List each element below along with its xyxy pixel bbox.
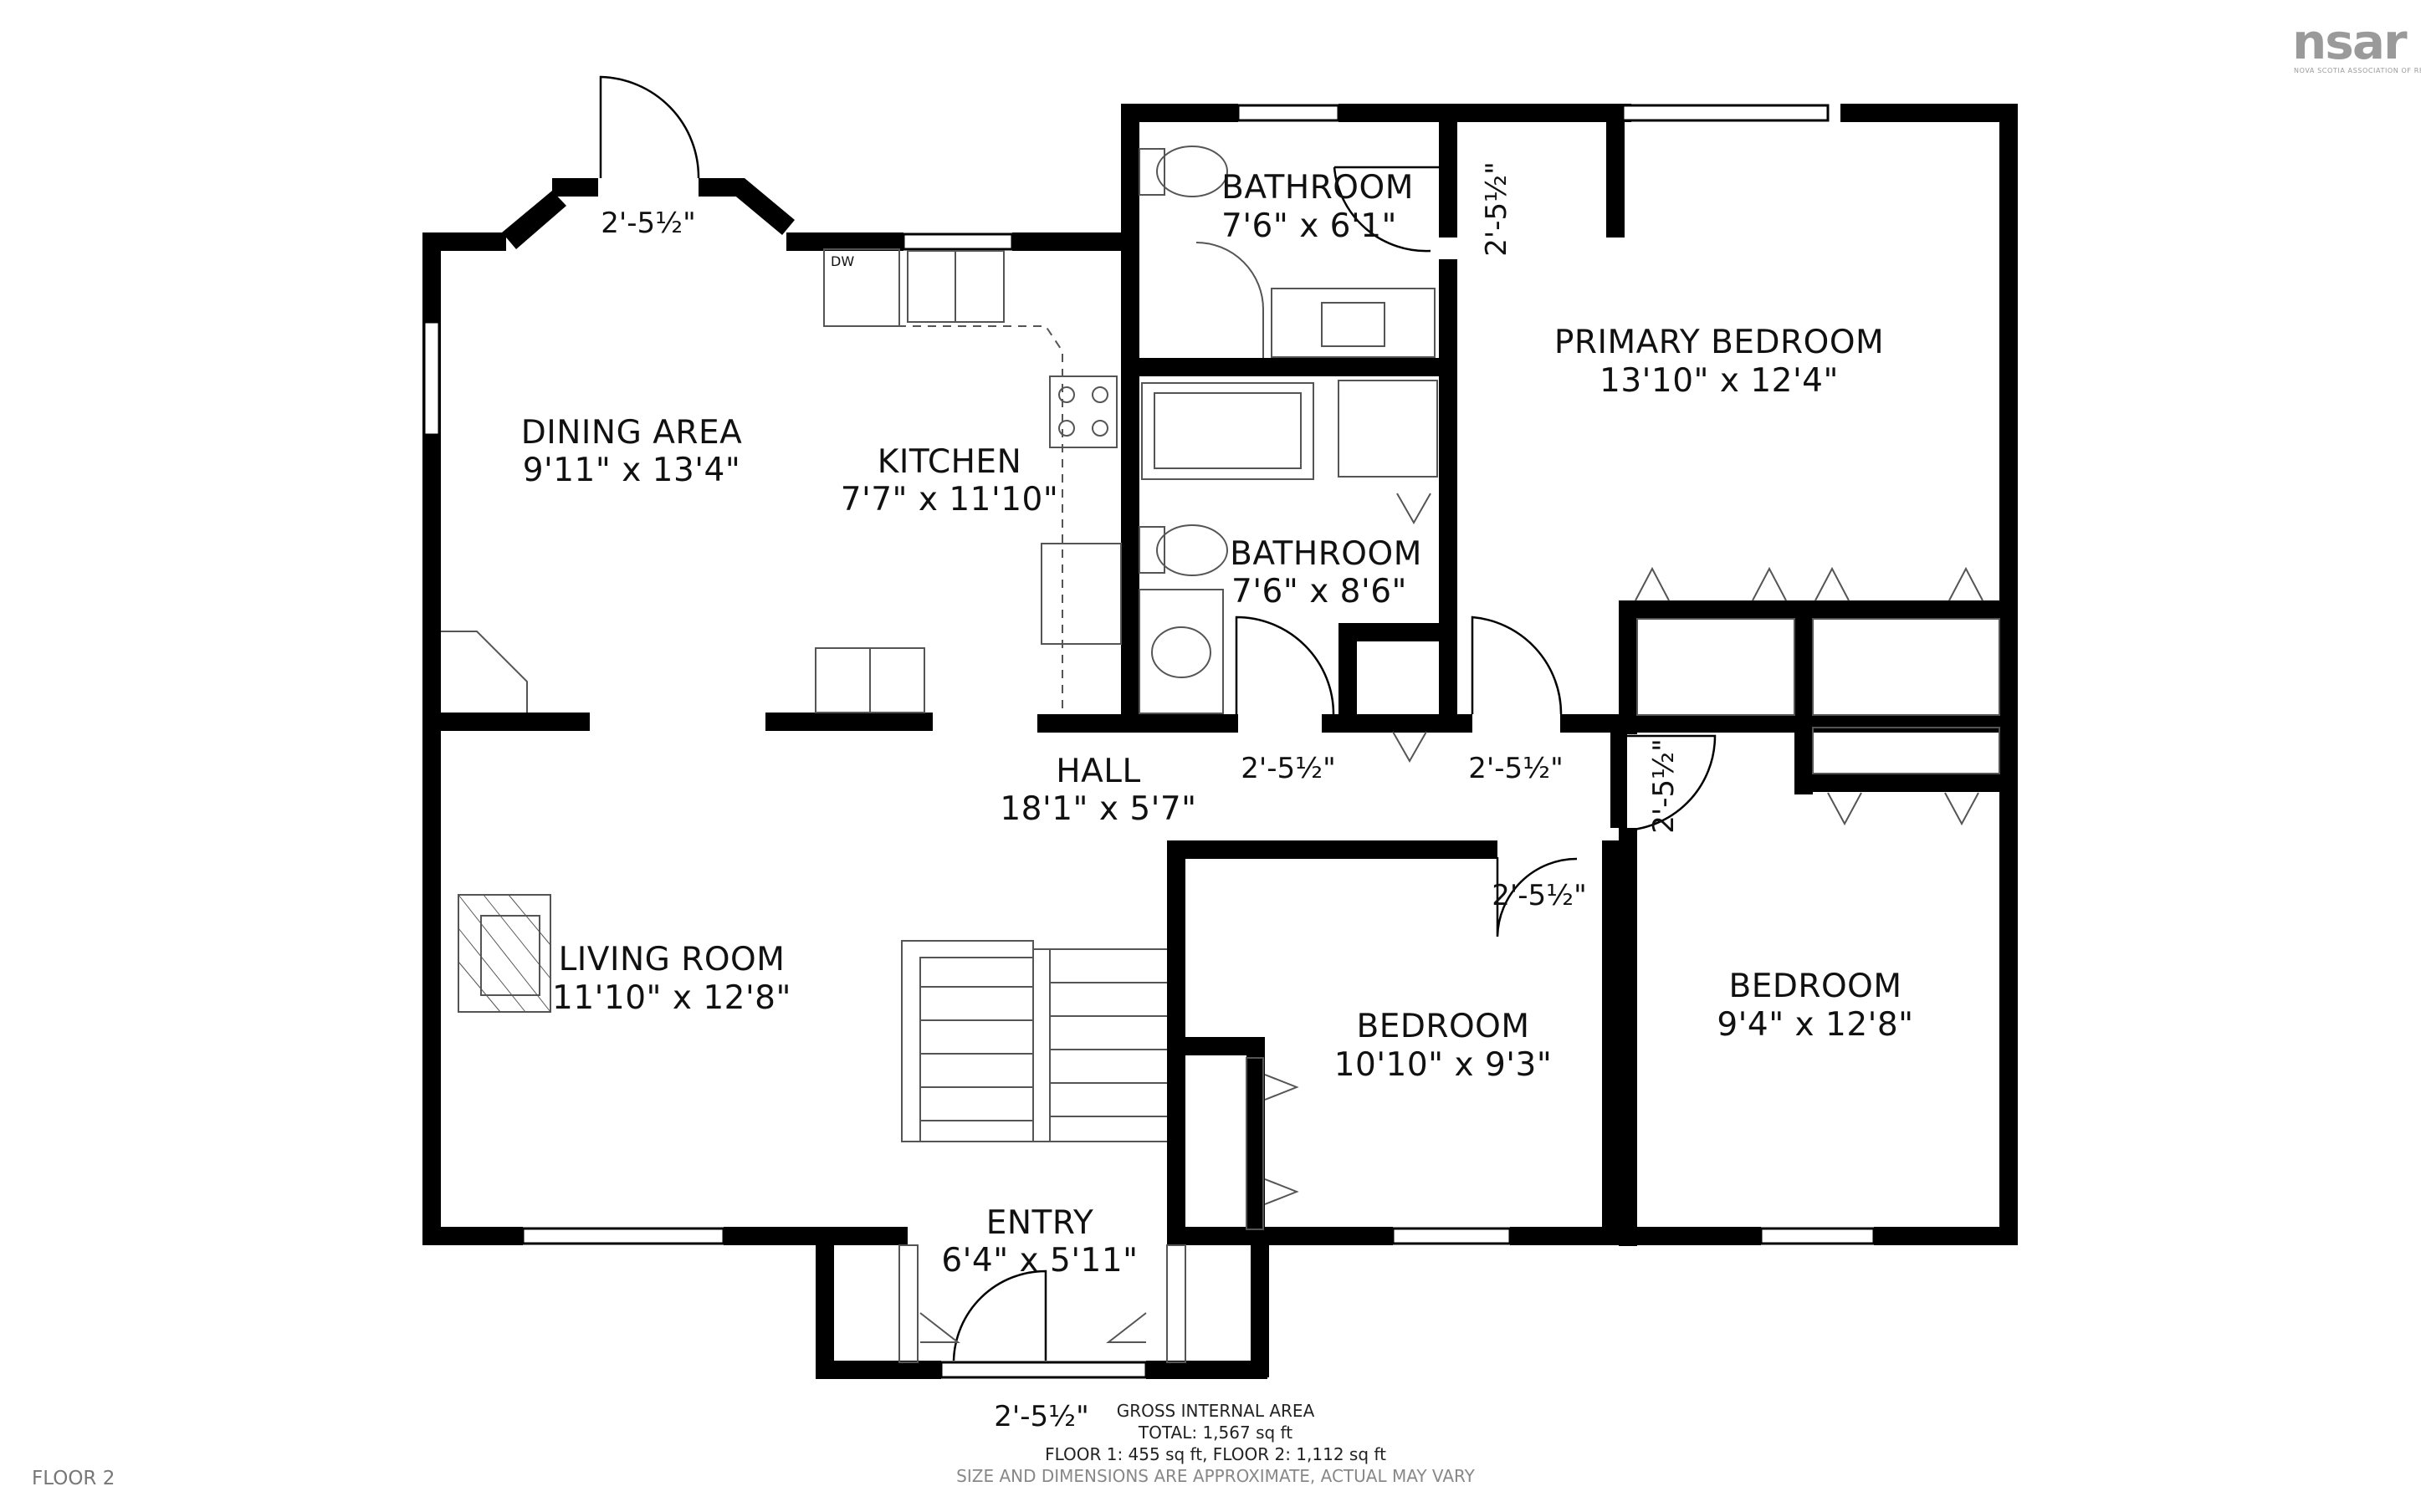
area-floors: FLOOR 1: 455 sq ft, FLOOR 2: 1,112 sq ft	[1045, 1444, 1386, 1464]
area-info: GROSS INTERNAL AREA TOTAL: 1,567 sq ft F…	[956, 1401, 1475, 1486]
door-width-label: 2'-5½"	[601, 207, 695, 240]
room-name-bathroom-lower: BATHROOM	[1230, 535, 1422, 573]
door-width-label: 2'-5½"	[1241, 752, 1335, 785]
toilet-icon	[1139, 146, 1228, 197]
room-name-primary-bedroom: PRIMARY BEDROOM	[1554, 324, 1884, 361]
door-width-label: 2'-5½"	[994, 1400, 1088, 1433]
room-dims-bedroom-2: 9'4" x 12'8"	[1717, 1006, 1913, 1044]
area-total: TOTAL: 1,567 sq ft	[1138, 1423, 1292, 1443]
room-name-entry: ENTRY	[986, 1204, 1094, 1242]
room-name-living-room: LIVING ROOM	[559, 941, 786, 978]
door-width-label: 2'-5½"	[1480, 161, 1513, 256]
door-labels: 2'-5½" 2'-5½" 2'-5½" 2'-5½" 2'-5½" 2'-5½…	[601, 161, 1681, 1433]
logo: nsar NOVA SCOTIA ASSOCIATION OF REALTORS	[2292, 13, 2421, 74]
fixtures: DW	[441, 146, 2000, 1363]
room-name-bathroom-upper: BATHROOM	[1221, 169, 1414, 207]
room-name-bedroom-1: BEDROOM	[1356, 1008, 1529, 1045]
room-name-dining: DINING AREA	[521, 414, 743, 452]
stove-icon	[1049, 375, 1118, 448]
room-dims-hall: 18'1" x 5'7"	[1000, 790, 1196, 828]
area-title: GROSS INTERNAL AREA	[1117, 1401, 1315, 1421]
area-disclaimer: SIZE AND DIMENSIONS ARE APPROXIMATE, ACT…	[956, 1466, 1475, 1486]
door-width-label: 2'-5½"	[1468, 752, 1563, 785]
walls	[422, 104, 2018, 1379]
room-name-hall: HALL	[1056, 753, 1140, 790]
room-dims-bathroom-lower: 7'6" x 8'6"	[1231, 573, 1407, 610]
windows	[422, 104, 1876, 1379]
logo-text: nsar	[2292, 13, 2408, 70]
logo-subtitle: NOVA SCOTIA ASSOCIATION OF REALTORS	[2294, 67, 2421, 74]
room-dims-entry: 6'4" x 5'11"	[941, 1242, 1138, 1280]
room-dims-primary-bedroom: 13'10" x 12'4"	[1599, 362, 1839, 400]
bathtub-icon	[1141, 382, 1314, 480]
room-dims-kitchen: 7'7" x 11'10"	[841, 481, 1059, 518]
room-dims-living-room: 11'10" x 12'8"	[552, 979, 791, 1017]
fireplace-icon	[458, 894, 551, 1013]
door-width-label: 2'-5½"	[1492, 879, 1586, 912]
room-name-kitchen: KITCHEN	[878, 443, 1022, 481]
doors	[599, 75, 1717, 1361]
room-name-bedroom-2: BEDROOM	[1728, 968, 1901, 1005]
room-dims-bedroom-1: 10'10" x 9'3"	[1334, 1046, 1553, 1084]
room-dims-dining: 9'11" x 13'4"	[523, 452, 741, 489]
dishwasher-label: DW	[831, 253, 854, 269]
sink-icon	[1271, 288, 1436, 358]
door-width-label: 2'-5½"	[1647, 738, 1681, 833]
room-dims-bathroom-upper: 7'6" x 6'1"	[1221, 207, 1397, 245]
room-labels: DINING AREA 9'11" x 13'4" KITCHEN 7'7" x…	[521, 169, 1913, 1280]
floor-label: FLOOR 2	[32, 1468, 115, 1489]
stairs-icon	[901, 940, 1167, 1142]
